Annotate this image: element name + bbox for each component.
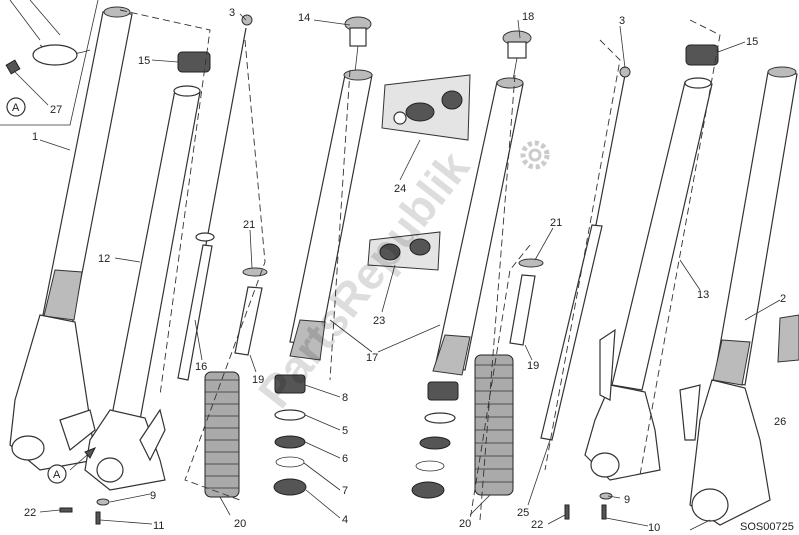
label-9: 9 — [150, 490, 156, 502]
gear-icon — [520, 140, 550, 170]
detail-marker-a-ref — [47, 464, 67, 484]
label-14: 14 — [298, 12, 310, 24]
spacer-right — [509, 274, 536, 346]
label-17: 17 — [366, 352, 378, 364]
label-25: 25 — [517, 507, 529, 519]
clamp-24 — [381, 74, 471, 141]
label-22b: 22 — [531, 519, 543, 531]
label-19: 19 — [252, 374, 264, 386]
label-21b: 21 — [550, 217, 562, 229]
label-4: 4 — [342, 514, 348, 526]
label-20: 20 — [234, 518, 246, 530]
assembly-guide-lines — [119, 9, 721, 521]
watermark: PartsRepublik — [248, 141, 480, 417]
label-8: 8 — [342, 392, 348, 404]
label-12: 12 — [98, 253, 110, 265]
label-20b: 20 — [459, 518, 471, 530]
label-6: 6 — [342, 453, 348, 465]
label-5: 5 — [342, 425, 348, 437]
label-15b: 15 — [746, 36, 758, 48]
label-27: 27 — [50, 104, 62, 116]
bolt-22-left — [59, 507, 73, 513]
label-23: 23 — [373, 315, 385, 327]
svg-text:A: A — [12, 102, 20, 114]
fork-leg-left-outer — [9, 6, 133, 471]
sticker-26 — [777, 314, 799, 363]
detail-inset: A — [0, 0, 99, 126]
washer-9-right — [599, 492, 613, 500]
label-9b: 9 — [624, 494, 630, 506]
fork-leg-inner-tube-right — [584, 77, 713, 481]
damper-rod-right — [540, 74, 626, 441]
washer-9-left — [96, 498, 110, 506]
label-1: 1 — [32, 131, 38, 143]
washer-21-right — [518, 258, 544, 268]
spring-left — [204, 371, 240, 498]
fork-tube-center-left — [289, 69, 373, 361]
nut-3-left — [241, 14, 253, 26]
top-cap-18 — [502, 30, 532, 81]
cap-15-right — [685, 44, 719, 66]
seal-stack-left — [273, 374, 307, 496]
top-cap-14 — [344, 16, 372, 73]
label-22: 22 — [24, 507, 36, 519]
seal-stack-right — [411, 381, 459, 499]
fork-tube-center-right — [432, 77, 524, 376]
diagram-code: SOS00725 — [740, 521, 794, 533]
fork-leg-inner-tube-left — [84, 85, 201, 491]
label-21: 21 — [243, 219, 255, 231]
label-2: 2 — [780, 293, 786, 305]
svg-text:A: A — [53, 469, 61, 481]
svg-text:PartsRepublik: PartsRepublik — [248, 141, 480, 417]
bolt-10 — [601, 504, 607, 520]
fork-leg-right-outer — [679, 66, 798, 526]
label-26: 26 — [774, 416, 786, 428]
spring-right — [474, 354, 514, 496]
damper-rod-left — [177, 27, 247, 381]
bolt-11 — [95, 511, 101, 525]
nut-3-right — [619, 66, 631, 78]
label-18: 18 — [522, 11, 534, 23]
label-19b: 19 — [527, 360, 539, 372]
label-15: 15 — [138, 55, 150, 67]
label-3: 3 — [229, 7, 235, 19]
washer-21-left — [242, 267, 268, 277]
label-7: 7 — [342, 485, 348, 497]
arrow-icon — [84, 447, 97, 459]
part-labels: 27 1 15 12 16 3 14 21 19 24 23 17 8 5 6 … — [24, 7, 786, 534]
detail-marker-a — [6, 97, 26, 117]
label-11: 11 — [153, 520, 164, 532]
clamp-23 — [367, 231, 441, 271]
label-3b: 3 — [619, 15, 625, 27]
label-24: 24 — [394, 183, 406, 195]
bolt-22-right — [564, 504, 570, 520]
label-13: 13 — [697, 289, 709, 301]
spacer-left — [234, 286, 263, 356]
label-16: 16 — [195, 361, 207, 373]
label-10: 10 — [648, 522, 660, 534]
